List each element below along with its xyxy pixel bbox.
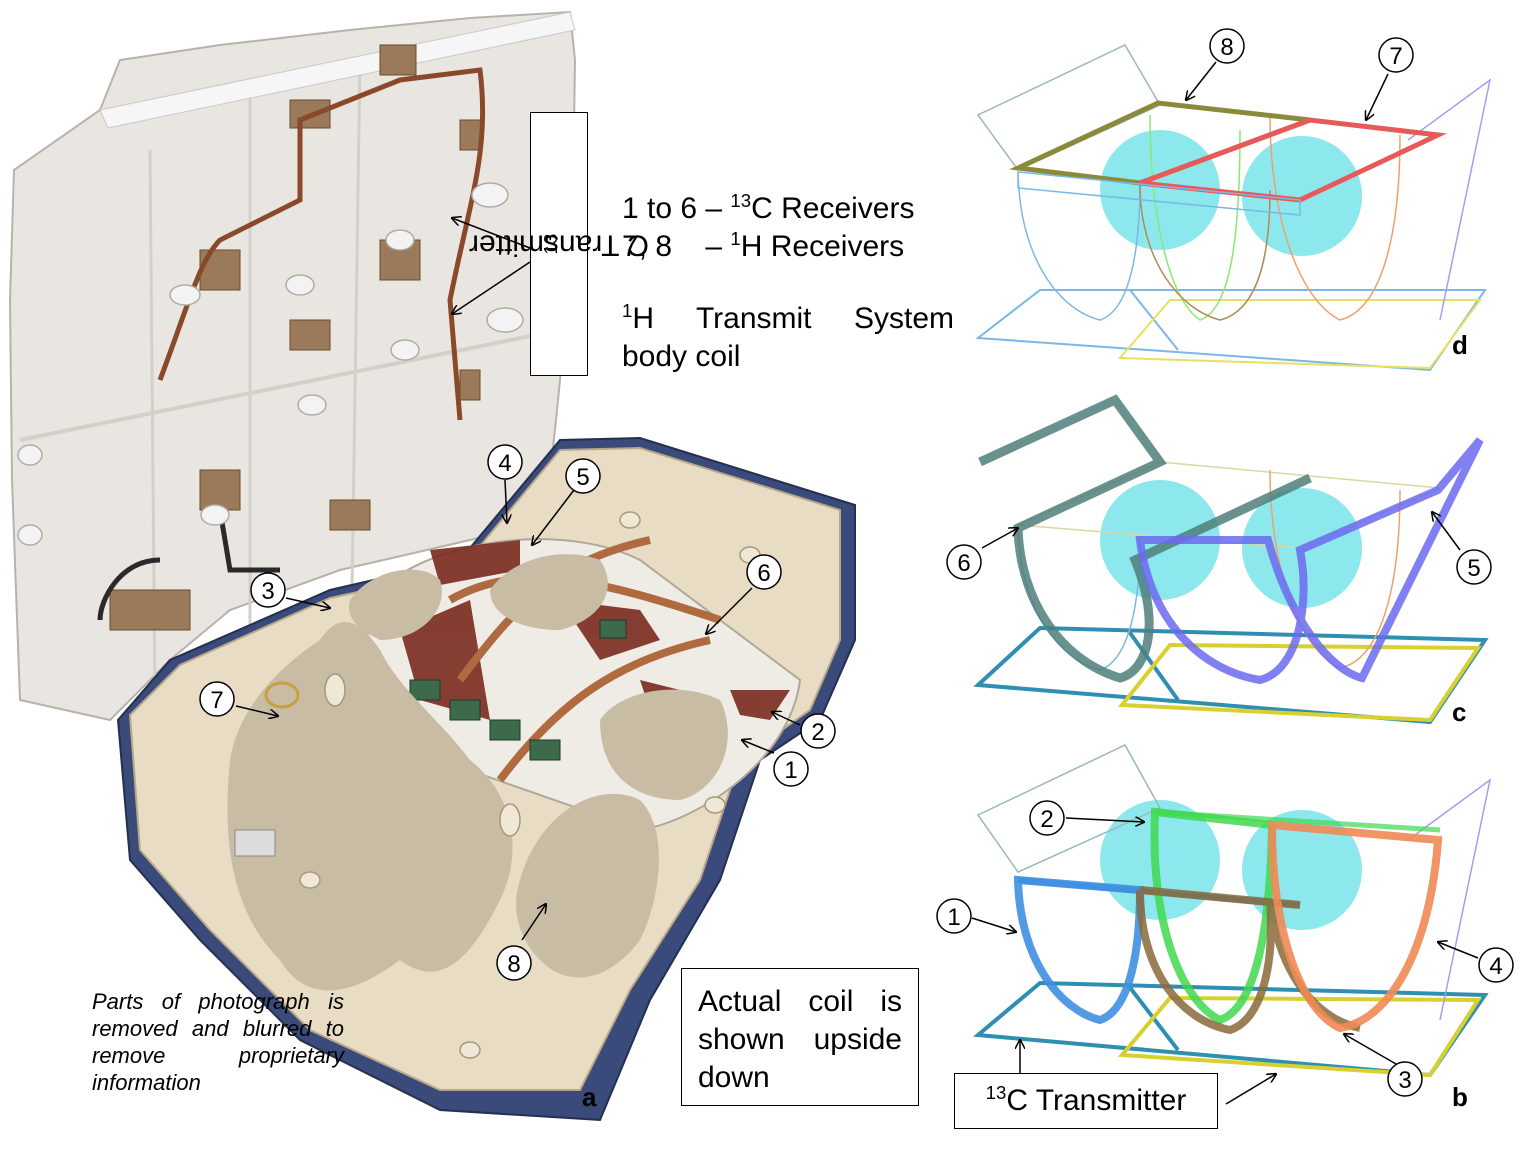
panel-c-coil-6	[978, 394, 1312, 683]
callout-4: 4	[487, 444, 523, 523]
panel-d-callout-8: 8	[1186, 28, 1245, 100]
panel-letter-b: b	[1452, 1082, 1468, 1112]
photo-panel-a	[8, 10, 856, 1122]
photo-callouts: 1 2 3 4 5 6 7	[199, 218, 836, 981]
callout-7: 7	[199, 681, 278, 716]
svg-text:6: 6	[757, 560, 770, 587]
panel-b-13c-transmitter-label: 13C Transmitter	[954, 1073, 1218, 1129]
panel-b-callout-2: 2	[1029, 800, 1144, 836]
panel-letter-c: c	[1452, 697, 1467, 727]
redaction-note: Parts of photograph is removed and blurr…	[92, 989, 344, 1095]
panel-c-callout-5: 5	[1432, 512, 1492, 585]
panel-c-coil-5	[1135, 437, 1484, 685]
svg-text:5: 5	[576, 464, 589, 491]
callout-6: 6	[706, 554, 782, 634]
callout-2: 2	[772, 712, 836, 749]
svg-text:7: 7	[1389, 43, 1402, 70]
svg-text:3: 3	[261, 578, 274, 605]
panel-d-diagram	[975, 44, 1492, 372]
panel-d-callout-7: 7	[1366, 37, 1414, 120]
panel-b-diagram	[973, 744, 1492, 1078]
transmitter-arrow-lower	[452, 261, 531, 314]
legend-13c-receivers: 1 to 6 – 13C Receivers	[622, 190, 915, 225]
svg-text:8: 8	[1220, 34, 1233, 61]
callout-5: 5	[532, 458, 601, 545]
panel-c-diagram	[973, 394, 1489, 725]
panel-b-callout-4: 4	[1438, 942, 1514, 983]
legend-1h-transmit-system: 1H Transmit System	[622, 300, 954, 335]
panel-b-callout-3: 3	[1344, 1034, 1423, 1097]
callout-8: 8	[496, 904, 546, 981]
diagram-callouts: 8 7 6 5 1 2	[936, 28, 1514, 1105]
coil-legend: 1 to 6 – 13C Receivers 7, 8 – 1H Receive…	[622, 190, 954, 376]
legend-1h-receivers: 7, 8 – 1H Receivers	[622, 228, 905, 263]
panel-c-callout-6: 6	[946, 528, 1018, 580]
svg-text:2: 2	[811, 719, 824, 746]
svg-text:8: 8	[507, 951, 520, 978]
svg-text:7: 7	[210, 687, 223, 714]
svg-text:4: 4	[1489, 953, 1502, 980]
svg-text:1: 1	[947, 904, 960, 931]
svg-text:5: 5	[1467, 555, 1480, 582]
panel-b-transmitter-arrow-right	[1225, 1074, 1276, 1105]
panel-letter-a: a	[582, 1082, 597, 1112]
svg-text:4: 4	[498, 450, 511, 477]
actual-coil-note: Actual coil is shown upside down	[681, 968, 919, 1106]
callout-1: 1	[742, 740, 809, 787]
panel-b-coil-4	[1267, 820, 1443, 1033]
panel-b-callout-1: 1	[936, 898, 1016, 933]
panel-letter-d: d	[1452, 330, 1468, 360]
panel-b-coil-1	[1013, 875, 1145, 1025]
transmitter-arrow-upper	[452, 218, 531, 249]
svg-text:6: 6	[957, 550, 970, 577]
svg-text:2: 2	[1040, 806, 1053, 833]
legend-body-coil: body coil	[622, 340, 741, 373]
svg-text:1: 1	[784, 757, 797, 784]
svg-text:3: 3	[1398, 1067, 1411, 1094]
redacted-areas	[227, 554, 728, 991]
callout-3: 3	[250, 572, 330, 608]
